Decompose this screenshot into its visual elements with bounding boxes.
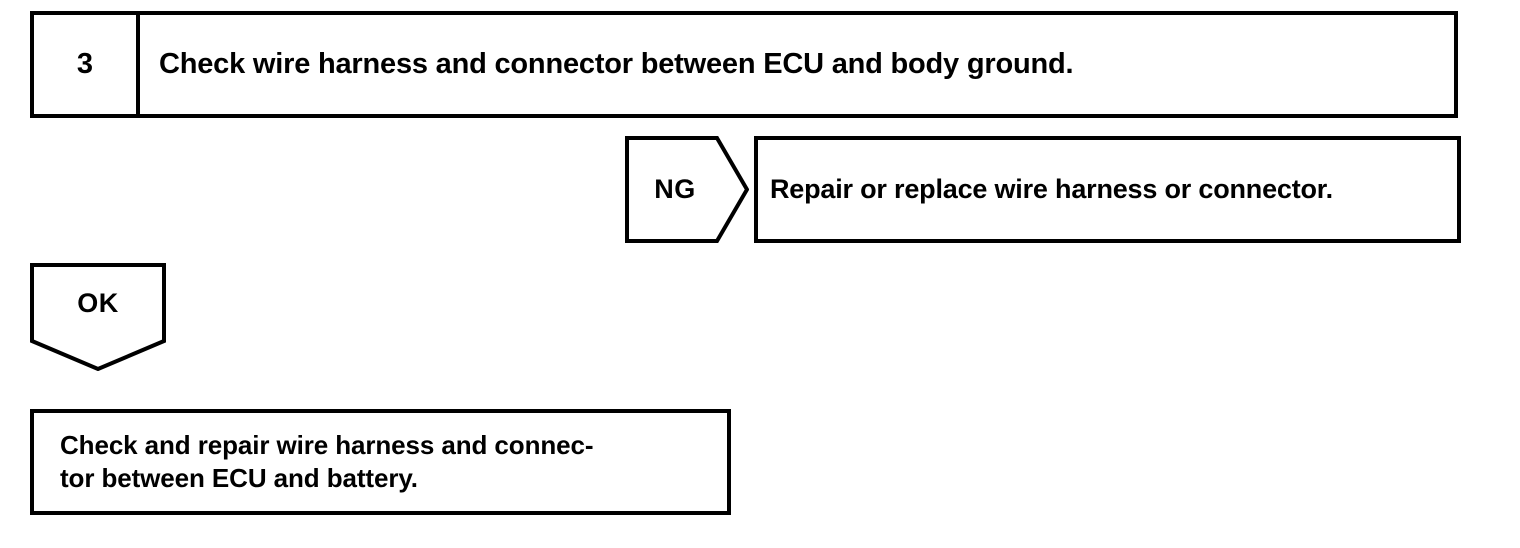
ng-label-wrap: NG bbox=[625, 136, 725, 243]
step-row: 3 Check wire harness and connector betwe… bbox=[30, 11, 1458, 118]
ng-result-text: Repair or replace wire harness or connec… bbox=[770, 174, 1333, 204]
step-number: 3 bbox=[76, 48, 94, 80]
ok-pentagon-path bbox=[30, 263, 166, 371]
ok-label-wrap: OK bbox=[30, 263, 166, 343]
ok-result-box: Check and repair wire harness and connec… bbox=[30, 409, 731, 515]
ng-pentagon-path bbox=[625, 136, 749, 243]
step-number-cell: 3 bbox=[34, 15, 140, 114]
ng-result-box: Repair or replace wire harness or connec… bbox=[754, 136, 1461, 243]
step-instruction-cell: Check wire harness and connector between… bbox=[140, 15, 1454, 114]
ng-branch-arrow bbox=[625, 136, 749, 243]
ok-branch-arrow bbox=[30, 263, 166, 371]
ng-arrow-shape bbox=[625, 136, 749, 243]
ok-result-line-1: Check and repair wire harness and connec… bbox=[60, 430, 594, 460]
step-instruction: Check wire harness and connector between… bbox=[159, 48, 1074, 80]
ok-label: OK bbox=[77, 287, 119, 318]
ok-result-line-2: tor between ECU and battery. bbox=[60, 463, 418, 493]
ng-label: NG bbox=[654, 174, 696, 204]
ok-arrow-shape bbox=[30, 263, 166, 371]
